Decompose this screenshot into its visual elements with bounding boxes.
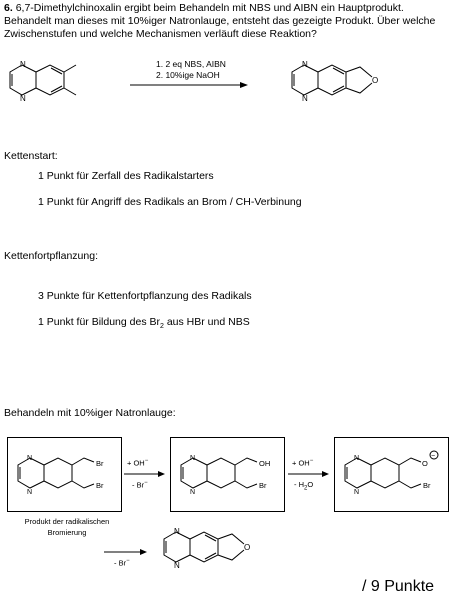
- intermediate-box-bromoalcohol: [170, 437, 285, 512]
- arrow-2-bottom-label: - H2O: [294, 480, 314, 492]
- alkoxide-o: O: [422, 459, 428, 468]
- atom-n-top: N: [20, 60, 26, 69]
- kettenstart-item-1: 1 Punkt für Zerfall des Radikalstarters: [38, 170, 214, 182]
- bromoalcohol-structure: N N OH Br: [180, 455, 270, 496]
- reagent-step-2: 2. 10%ige NaOH: [156, 70, 220, 80]
- product-atom-n-top: N: [302, 60, 308, 69]
- intermediate-box-dibromide: [7, 437, 122, 512]
- question-number: 6.: [4, 2, 13, 14]
- arrow-2: [288, 471, 329, 477]
- bromoalcohol-n-bottom: N: [190, 489, 195, 496]
- arrow-3: [104, 549, 147, 555]
- final-product-o: O: [244, 543, 250, 552]
- kettenstart-heading: Kettenstart:: [4, 150, 58, 162]
- dibromide-br-top: Br: [96, 459, 104, 468]
- kettenfortpflanzung-heading: Kettenfortpflanzung:: [4, 250, 98, 262]
- product-atom-n-bottom: N: [302, 94, 308, 103]
- product-structure: N N O: [291, 60, 378, 103]
- arrow-1: [124, 471, 165, 477]
- atom-n-bottom: N: [20, 94, 26, 103]
- reaction-arrow-main: [130, 82, 248, 88]
- alkoxide-charge: −: [431, 453, 435, 460]
- bromoalcohol-br: Br: [259, 481, 267, 490]
- starting-material-structure: N N: [9, 60, 77, 103]
- final-product-n-bottom: N: [174, 561, 180, 570]
- final-product-n-top: N: [174, 527, 180, 536]
- question-body: 6,7-Dimethylchinoxalin ergibt beim Behan…: [4, 2, 436, 40]
- alkoxide-n-bottom: N: [354, 489, 359, 496]
- arrow-3-bottom-label: - Br−: [114, 558, 130, 568]
- dibromide-n-top: N: [27, 455, 32, 462]
- natronlauge-heading: Behandeln mit 10%iger Natronlauge:: [4, 407, 176, 419]
- final-product-structure: N N O: [163, 527, 250, 570]
- kettenfortpflanzung-item-2: 1 Punkt für Bildung des Br2 aus HBr und …: [38, 316, 250, 331]
- points-total: / 9 Punkte: [362, 578, 435, 595]
- bromoalcohol-n-top: N: [190, 455, 195, 462]
- dibromide-br-bottom: Br: [96, 481, 104, 490]
- alkoxide-structure: N N O − Br: [344, 450, 439, 496]
- intermediate-box-alkoxide: [334, 437, 449, 512]
- product-atom-o: O: [372, 76, 378, 85]
- arrow-1-top-label: + OH−: [127, 458, 149, 468]
- kettenfortpflanzung-item-1: 3 Punkte für Kettenfortpflanzung des Rad…: [38, 290, 252, 302]
- reagent-step-1: 1. 2 eq NBS, AIBN: [156, 59, 226, 69]
- alkoxide-n-top: N: [354, 455, 359, 462]
- bromoalcohol-oh: OH: [259, 459, 270, 468]
- question-text: 6. 6,7-Dimethylchinoxalin ergibt beim Be…: [4, 2, 452, 41]
- arrow-1-bottom-label: - Br−: [132, 480, 148, 490]
- alkoxide-br: Br: [423, 481, 431, 490]
- dibromide-n-bottom: N: [27, 489, 32, 496]
- arrow-2-top-label: + OH−: [292, 458, 314, 468]
- dibromide-structure: N N Br Br: [17, 455, 104, 496]
- kettenstart-item-2: 1 Punkt für Angriff des Radikals an Brom…: [38, 196, 302, 208]
